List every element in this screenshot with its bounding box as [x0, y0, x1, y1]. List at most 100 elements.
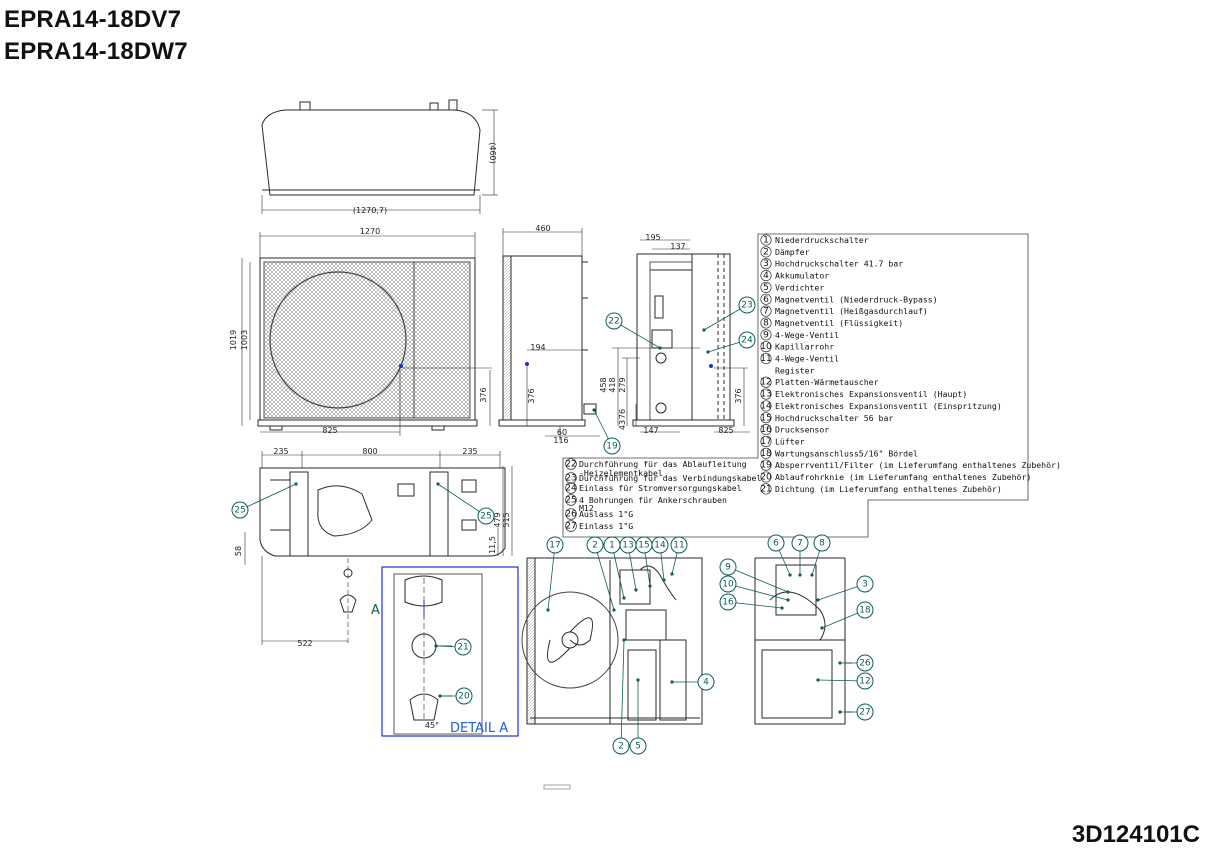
legend-text: Wartungsanschluss5/16" Bördel — [775, 448, 918, 458]
legend-text: Register — [775, 365, 815, 375]
callout-circle — [719, 593, 737, 611]
callout-circle — [629, 737, 647, 755]
legend-number-circle — [760, 424, 772, 436]
callout-leader — [727, 566, 789, 593]
callout-circle — [477, 507, 495, 525]
legend-number: 14 — [760, 401, 772, 411]
callout-7: 7 — [791, 534, 809, 577]
legend-number: 1 — [763, 236, 769, 246]
legend-text: Niederdruckschalter — [775, 235, 869, 245]
callout-15: 15 — [635, 536, 653, 588]
legend-number-circle — [565, 458, 577, 470]
side-view — [498, 228, 600, 440]
callout-10: 10 — [719, 575, 790, 602]
callout-circle — [856, 601, 874, 619]
callout-24: 24 — [706, 331, 756, 354]
callout-4: 4 — [670, 673, 715, 691]
legend-text: Ablaufrohrknie (im Lieferumfang enthalte… — [775, 472, 1031, 482]
callout-dot — [436, 482, 440, 486]
legend-text-continued: M12 — [579, 503, 594, 513]
callout-circle — [719, 575, 737, 593]
dim-right-76: 76 — [618, 409, 627, 419]
legend-number-circle — [760, 400, 772, 412]
callout-25: 25 — [231, 482, 298, 519]
model-title-1: EPRA14-18DV7 — [4, 6, 182, 33]
bottom-view — [244, 451, 513, 645]
dim-bottom-479: 479 — [493, 512, 502, 527]
callout-dot — [634, 588, 638, 592]
callout-dot — [838, 710, 842, 714]
callout-circle — [856, 672, 874, 690]
callout-dot — [816, 678, 820, 682]
legend-number-circle — [760, 471, 772, 483]
callout-25: 25 — [436, 482, 495, 525]
dim-right-418: 418 — [608, 377, 617, 392]
legend-number: 20 — [760, 473, 772, 483]
legend-text: Dichtung (im Lieferumfang enthaltenes Zu… — [775, 484, 1002, 494]
callout-leader — [611, 544, 625, 599]
dim-right-147: 147 — [643, 426, 658, 435]
dim-front-376: 376 — [479, 387, 488, 402]
internal-front-view — [521, 557, 703, 725]
callout-circle — [651, 536, 669, 554]
dim-bottom-515: 515 — [502, 512, 511, 527]
legend-number-circle — [760, 269, 772, 282]
callout-leader — [620, 639, 625, 747]
legend-text: 4-Wege-Ventil — [775, 354, 839, 364]
legend-number: 24 — [565, 484, 577, 494]
legend-number-circle — [760, 352, 772, 365]
legend-text: Drucksensor — [775, 425, 829, 435]
legend-text: 4 Bohrungen für Ankerschrauben — [579, 495, 727, 505]
callout-3: 3 — [816, 575, 874, 602]
callout-dot — [438, 694, 442, 698]
legend-number: 15 — [760, 413, 771, 423]
legend-text: Magnetventil (Niederdruck-Bypass) — [775, 294, 938, 304]
callout-circle — [670, 536, 688, 554]
legend-number: 7 — [763, 307, 769, 317]
dim-side-376: 376 — [527, 388, 536, 403]
callout-number: 18 — [859, 606, 871, 616]
callout-circle — [454, 638, 472, 656]
callout-dot — [648, 584, 652, 588]
callout-22: 22 — [605, 312, 662, 350]
legend-number-circle — [760, 447, 772, 459]
callout-number: 12 — [859, 677, 870, 687]
callout-circle — [767, 534, 785, 552]
legend-number-circle — [760, 329, 772, 341]
callout-21: 21 — [434, 638, 472, 656]
legend-number: 23 — [565, 474, 576, 484]
top-view — [261, 99, 498, 214]
callout-dot — [670, 680, 674, 684]
callout-leader — [613, 320, 661, 349]
callout-circle — [605, 312, 623, 330]
legend-text: Kapillarrohr — [775, 342, 834, 352]
callout-dot — [592, 408, 596, 412]
callout-2: 2 — [586, 536, 616, 612]
legend-text: Akkumulator — [775, 271, 829, 281]
document-number: 3D124101C — [1071, 821, 1200, 848]
legend-number: 17 — [760, 437, 771, 447]
legend-text: Absperrventil/Filter (im Lieferumfang en… — [775, 460, 1061, 470]
dim-side-194: 194 — [530, 343, 545, 352]
detail-a-label: DETAIL A — [450, 721, 508, 736]
callout-dot — [702, 328, 706, 332]
callout-number: 13 — [622, 541, 633, 551]
callout-number: 11 — [673, 541, 684, 551]
bottom-stamp — [543, 784, 571, 790]
legend-number: 18 — [760, 449, 772, 459]
callout-number: 2 — [618, 742, 624, 752]
legend-number: 21 — [760, 484, 771, 494]
model-title-2: EPRA14-18DW7 — [4, 38, 188, 65]
detail-marker-a: A — [371, 603, 380, 618]
dim-front-height-inner: 1003 — [240, 330, 249, 350]
callout-dot — [622, 596, 626, 600]
